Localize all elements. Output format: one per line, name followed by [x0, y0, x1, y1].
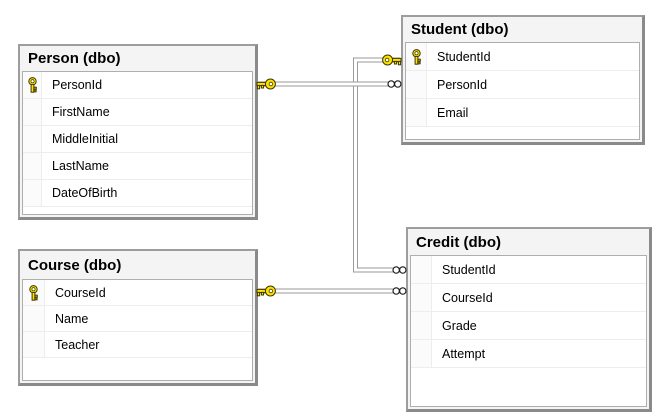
column-row-credit-Grade[interactable]: Grade: [411, 312, 646, 340]
icon-cell: [411, 256, 432, 283]
one-end-key-icon: [382, 54, 402, 66]
column-name: Attempt: [442, 346, 486, 361]
table-title: Credit (dbo): [416, 233, 501, 251]
column-row-student-StudentId[interactable]: StudentId: [406, 43, 639, 71]
pk-key-icon: [27, 77, 37, 93]
column-row-credit-StudentId[interactable]: StudentId: [411, 256, 646, 284]
many-end-infinity-icon: [392, 287, 407, 295]
pk-cell: [23, 280, 45, 305]
relationship-fk-credit-course[interactable]: [256, 285, 407, 297]
column-row-course-Teacher[interactable]: Teacher: [23, 332, 252, 358]
table-title: Course (dbo): [28, 256, 122, 274]
icon-cell: [23, 153, 42, 179]
pk-cell: [406, 43, 427, 70]
table-person-titlebar[interactable]: Person (dbo): [20, 46, 255, 71]
one-end-key-icon: [256, 285, 276, 297]
column-row-course-CourseId[interactable]: CourseId: [23, 280, 252, 306]
column-name: Teacher: [55, 337, 100, 352]
icon-cell: [23, 306, 45, 331]
icon-cell: [406, 99, 427, 126]
pk-key-icon: [411, 48, 421, 65]
column-name: MiddleInitial: [52, 132, 119, 146]
column-name: Email: [437, 105, 469, 120]
table-credit-titlebar[interactable]: Credit (dbo): [408, 229, 649, 255]
pk-cell: [23, 72, 42, 98]
table-title: Person (dbo): [28, 50, 121, 67]
column-row-person-DateOfBirth[interactable]: DateOfBirth: [23, 180, 252, 207]
column-name: CourseId: [55, 285, 106, 300]
relationship-fk-credit-student[interactable]: [353, 54, 407, 274]
column-row-person-FirstName[interactable]: FirstName: [23, 99, 252, 126]
column-row-person-LastName[interactable]: LastName: [23, 153, 252, 180]
one-end-key-icon: [256, 78, 276, 90]
column-row-student-Email[interactable]: Email: [406, 99, 639, 127]
icon-cell: [411, 340, 432, 367]
column-name: PersonId: [52, 78, 103, 92]
icon-cell: [23, 99, 42, 125]
column-name: DateOfBirth: [52, 186, 118, 200]
icon-cell: [406, 71, 427, 98]
icon-cell: [23, 332, 45, 357]
many-end-infinity-icon: [387, 80, 402, 88]
table-course-titlebar[interactable]: Course (dbo): [20, 251, 255, 279]
icon-cell: [23, 126, 42, 152]
icon-cell: [411, 312, 432, 339]
column-name: StudentId: [437, 49, 491, 64]
column-name: Name: [55, 311, 89, 326]
column-row-student-PersonId[interactable]: PersonId: [406, 71, 639, 99]
column-row-credit-Attempt[interactable]: Attempt: [411, 340, 646, 368]
relationship-fk-student-person[interactable]: [256, 78, 402, 90]
icon-cell: [411, 284, 432, 311]
column-name: StudentId: [442, 262, 496, 277]
column-row-credit-CourseId[interactable]: CourseId: [411, 284, 646, 312]
column-row-person-PersonId[interactable]: PersonId: [23, 72, 252, 99]
column-name: PersonId: [437, 77, 488, 92]
table-student-titlebar[interactable]: Student (dbo): [403, 17, 642, 42]
many-end-infinity-icon: [392, 266, 407, 274]
column-name: CourseId: [442, 290, 493, 305]
column-row-course-Name[interactable]: Name: [23, 306, 252, 332]
table-title: Student (dbo): [411, 21, 509, 38]
column-name: FirstName: [52, 105, 110, 119]
column-name: LastName: [52, 159, 109, 173]
icon-cell: [23, 180, 42, 206]
pk-key-icon: [29, 284, 38, 301]
column-row-person-MiddleInitial[interactable]: MiddleInitial: [23, 126, 252, 153]
column-name: Grade: [442, 318, 477, 333]
